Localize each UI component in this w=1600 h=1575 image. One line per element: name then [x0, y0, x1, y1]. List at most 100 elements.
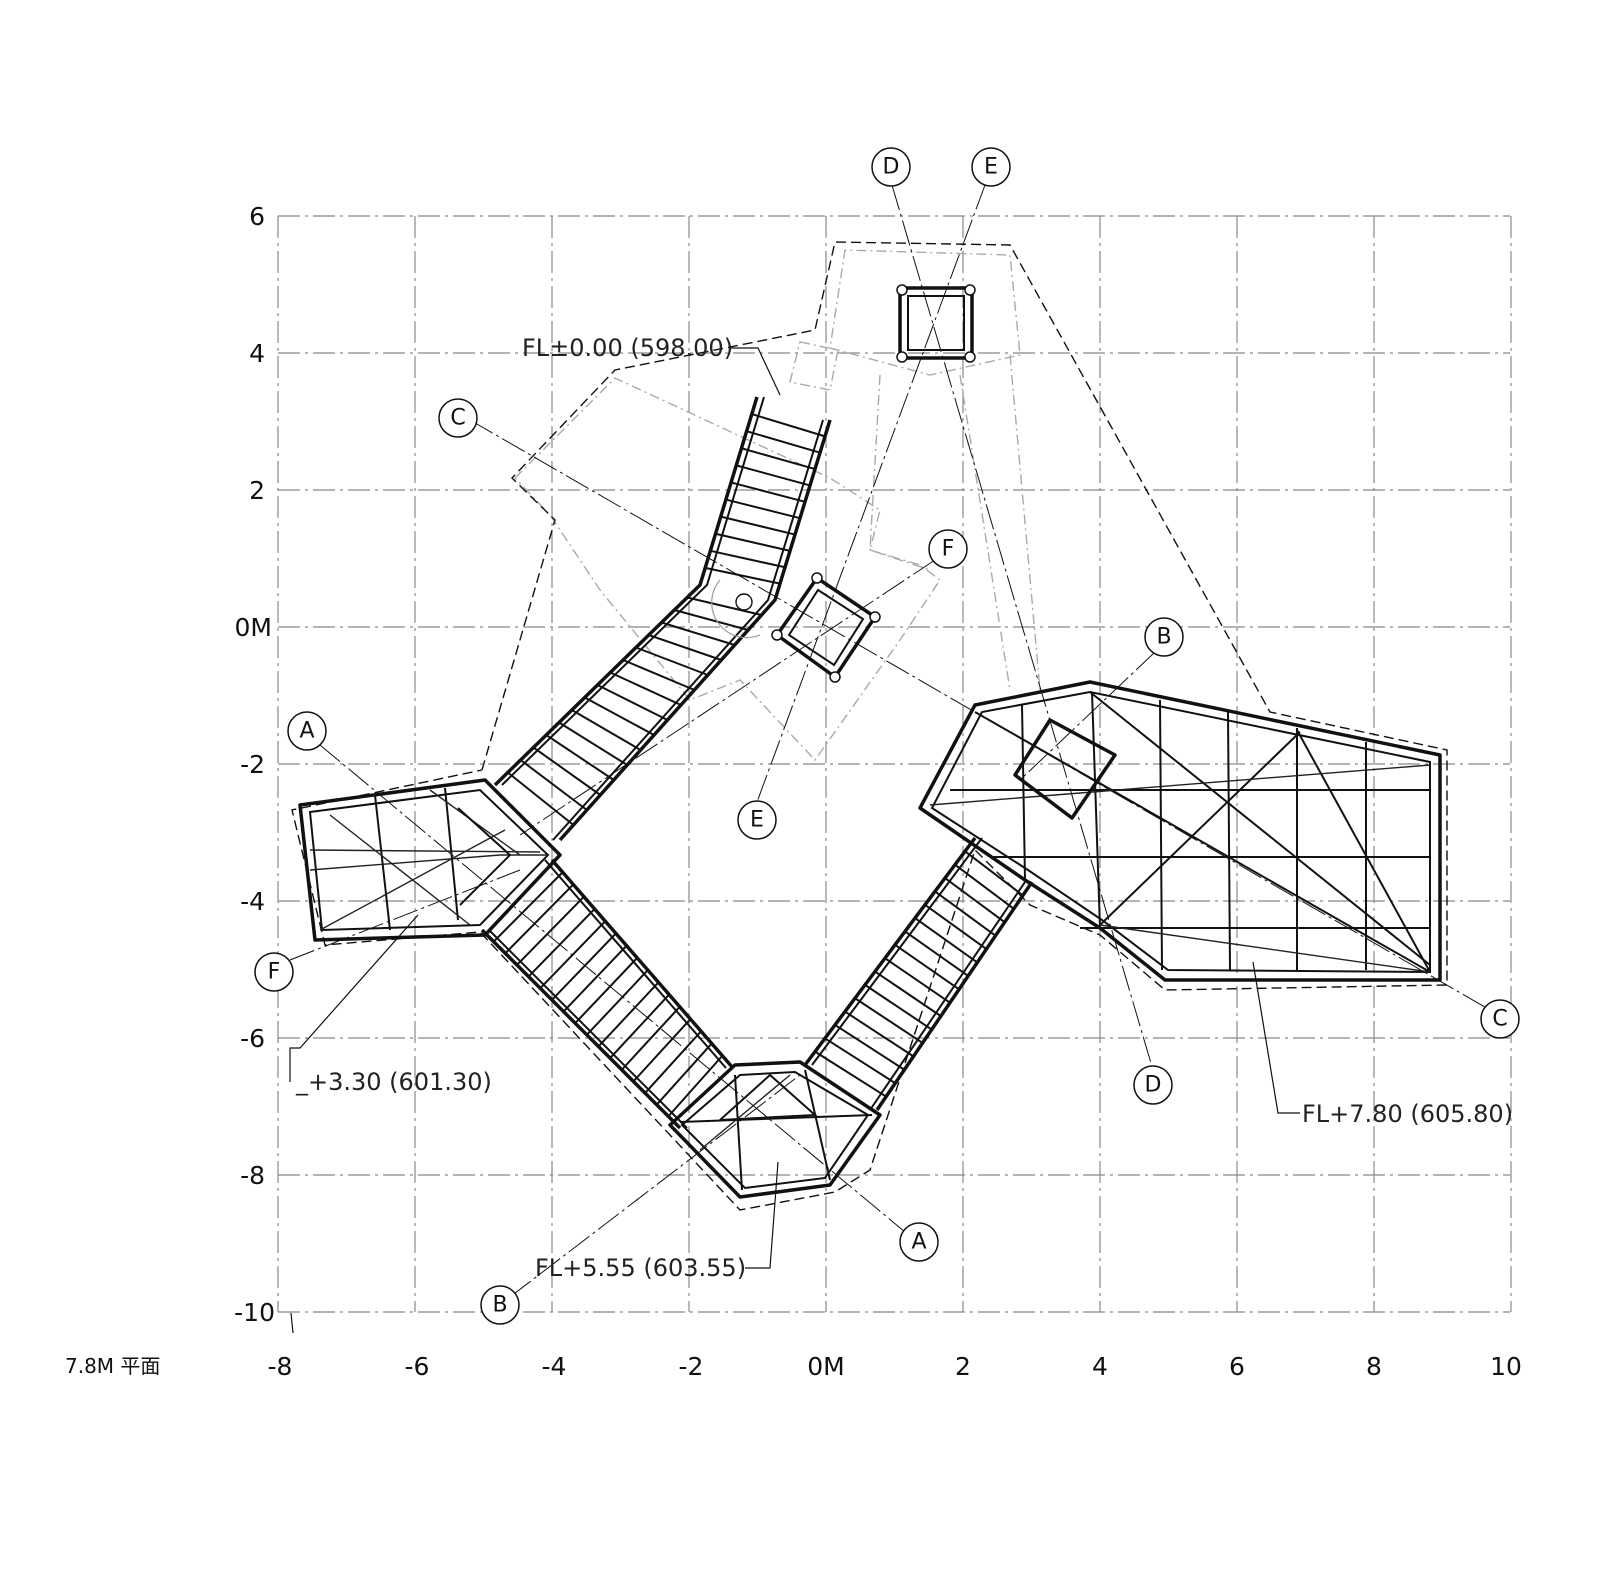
stair-tread: [934, 890, 997, 937]
stair-tread: [584, 696, 655, 736]
stair-tread: [667, 1055, 724, 1118]
svg-text:A: A: [299, 719, 314, 744]
stair-tread: [539, 920, 606, 989]
stair-tread: [710, 549, 786, 569]
stair-rail-inner: [811, 837, 983, 1066]
y-tick: 0M: [235, 613, 272, 642]
y-tick: -10: [234, 1298, 275, 1327]
stair-tread: [844, 1010, 915, 1058]
stair-tread: [527, 908, 596, 978]
grid-bubble-a-bottom: A: [899, 1222, 939, 1262]
stair-rail-inner: [488, 929, 688, 1129]
stair-rail: [480, 928, 682, 1130]
x-tick: 0M: [807, 1352, 844, 1381]
stair-tread: [622, 659, 695, 691]
x-tick: -6: [405, 1352, 430, 1381]
stair-tread: [715, 532, 791, 552]
stair-tread: [597, 981, 660, 1048]
stair-rail: [558, 419, 832, 842]
stair-tread: [834, 1024, 905, 1071]
svg-text:B: B: [1156, 625, 1171, 650]
x-tick: 4: [1092, 1352, 1108, 1381]
stair-tread: [741, 447, 816, 471]
svg-text:F: F: [268, 960, 281, 985]
stair-tread: [824, 1037, 896, 1085]
column-square-top: [896, 284, 976, 363]
y-tick: 2: [249, 476, 265, 505]
stair-tread: [814, 1050, 887, 1098]
stair-tread: [644, 1030, 702, 1094]
grid-bubble-d-top: D: [871, 147, 911, 187]
stair-tread: [674, 609, 749, 631]
svg-text:C: C: [1492, 1007, 1507, 1032]
level-leaders: [289, 347, 1300, 1269]
stair-rail: [803, 836, 977, 1067]
svg-text:E: E: [984, 155, 998, 180]
stair-tread: [964, 850, 1024, 897]
stair-tread: [874, 970, 942, 1017]
stair-tread: [609, 671, 682, 706]
grid-bubble-f-mid: F: [928, 529, 968, 569]
stair-tread: [648, 634, 722, 661]
stairs: [480, 396, 1034, 1130]
grid-bubble-e-mid: E: [737, 800, 777, 840]
stair-tread: [704, 566, 781, 585]
stair-tread: [609, 993, 670, 1059]
level-label-fl780: FL+7.80 (605.80): [1302, 1100, 1513, 1128]
stair-tread: [924, 903, 987, 950]
svg-text:E: E: [750, 808, 764, 833]
stair-tread: [621, 1006, 681, 1071]
stair-tread: [954, 863, 1015, 910]
x-tick: -2: [679, 1352, 704, 1381]
drawing-title: 7.8M 平面: [65, 1354, 160, 1378]
level-label-fl555: FL+5.55 (603.55): [535, 1254, 746, 1282]
lower-level-outline: [514, 249, 1041, 762]
column-diamond: [771, 572, 881, 683]
svg-text:D: D: [883, 155, 900, 180]
stair-rail: [493, 396, 759, 787]
platform-bottom: [668, 1060, 882, 1199]
stair-tread: [904, 930, 969, 977]
grid-bubble-d-bottom: D: [1133, 1065, 1173, 1105]
level-label-fl000: FL±0.00 (598.00): [522, 334, 733, 362]
stair-tread: [532, 746, 601, 796]
stair-tread: [492, 871, 564, 943]
grid-bubble-a-left: A: [287, 711, 327, 751]
stair-tread: [558, 721, 628, 766]
stair-tread: [914, 917, 978, 964]
svg-text:D: D: [1145, 1073, 1162, 1098]
stair-tread: [730, 481, 806, 503]
stair-tread: [686, 596, 762, 616]
x-tick: 6: [1229, 1352, 1245, 1381]
stair-tread: [655, 1042, 713, 1106]
y-tick: 4: [249, 339, 265, 368]
grid-lines: [277, 215, 1512, 1313]
y-tick: 6: [249, 202, 265, 231]
grid-bubble-c-right: C: [1480, 999, 1520, 1039]
stair-tread: [854, 997, 924, 1044]
axis-lines: [289, 184, 1491, 1298]
stair-tread: [864, 984, 933, 1031]
stair-tread: [597, 684, 668, 721]
y-tick: -2: [240, 750, 265, 779]
stair-tread: [574, 957, 638, 1024]
stair-tread: [520, 759, 588, 811]
svg-text:F: F: [942, 537, 955, 562]
y-axis-labels: 6 4 2 0M -2 -4 -6 -8 -10: [234, 202, 275, 1327]
arc-mark: [711, 579, 761, 639]
platform-right: [918, 680, 1442, 982]
stair-tread: [562, 944, 628, 1013]
stair-rail-inner: [501, 396, 765, 786]
stair-tread: [516, 896, 585, 966]
grid-bubble-f-left: F: [254, 952, 294, 992]
stair-rail-inner: [544, 859, 727, 1069]
stair-rail: [550, 858, 735, 1070]
stair-tread: [725, 498, 801, 520]
svg-text:A: A: [911, 1230, 926, 1255]
stair-tread: [746, 430, 821, 454]
stair-tread: [586, 969, 649, 1036]
x-tick: 8: [1366, 1352, 1382, 1381]
stair-tread: [894, 944, 960, 991]
stair-rail-inner: [552, 419, 824, 841]
stair-tread: [545, 734, 615, 781]
